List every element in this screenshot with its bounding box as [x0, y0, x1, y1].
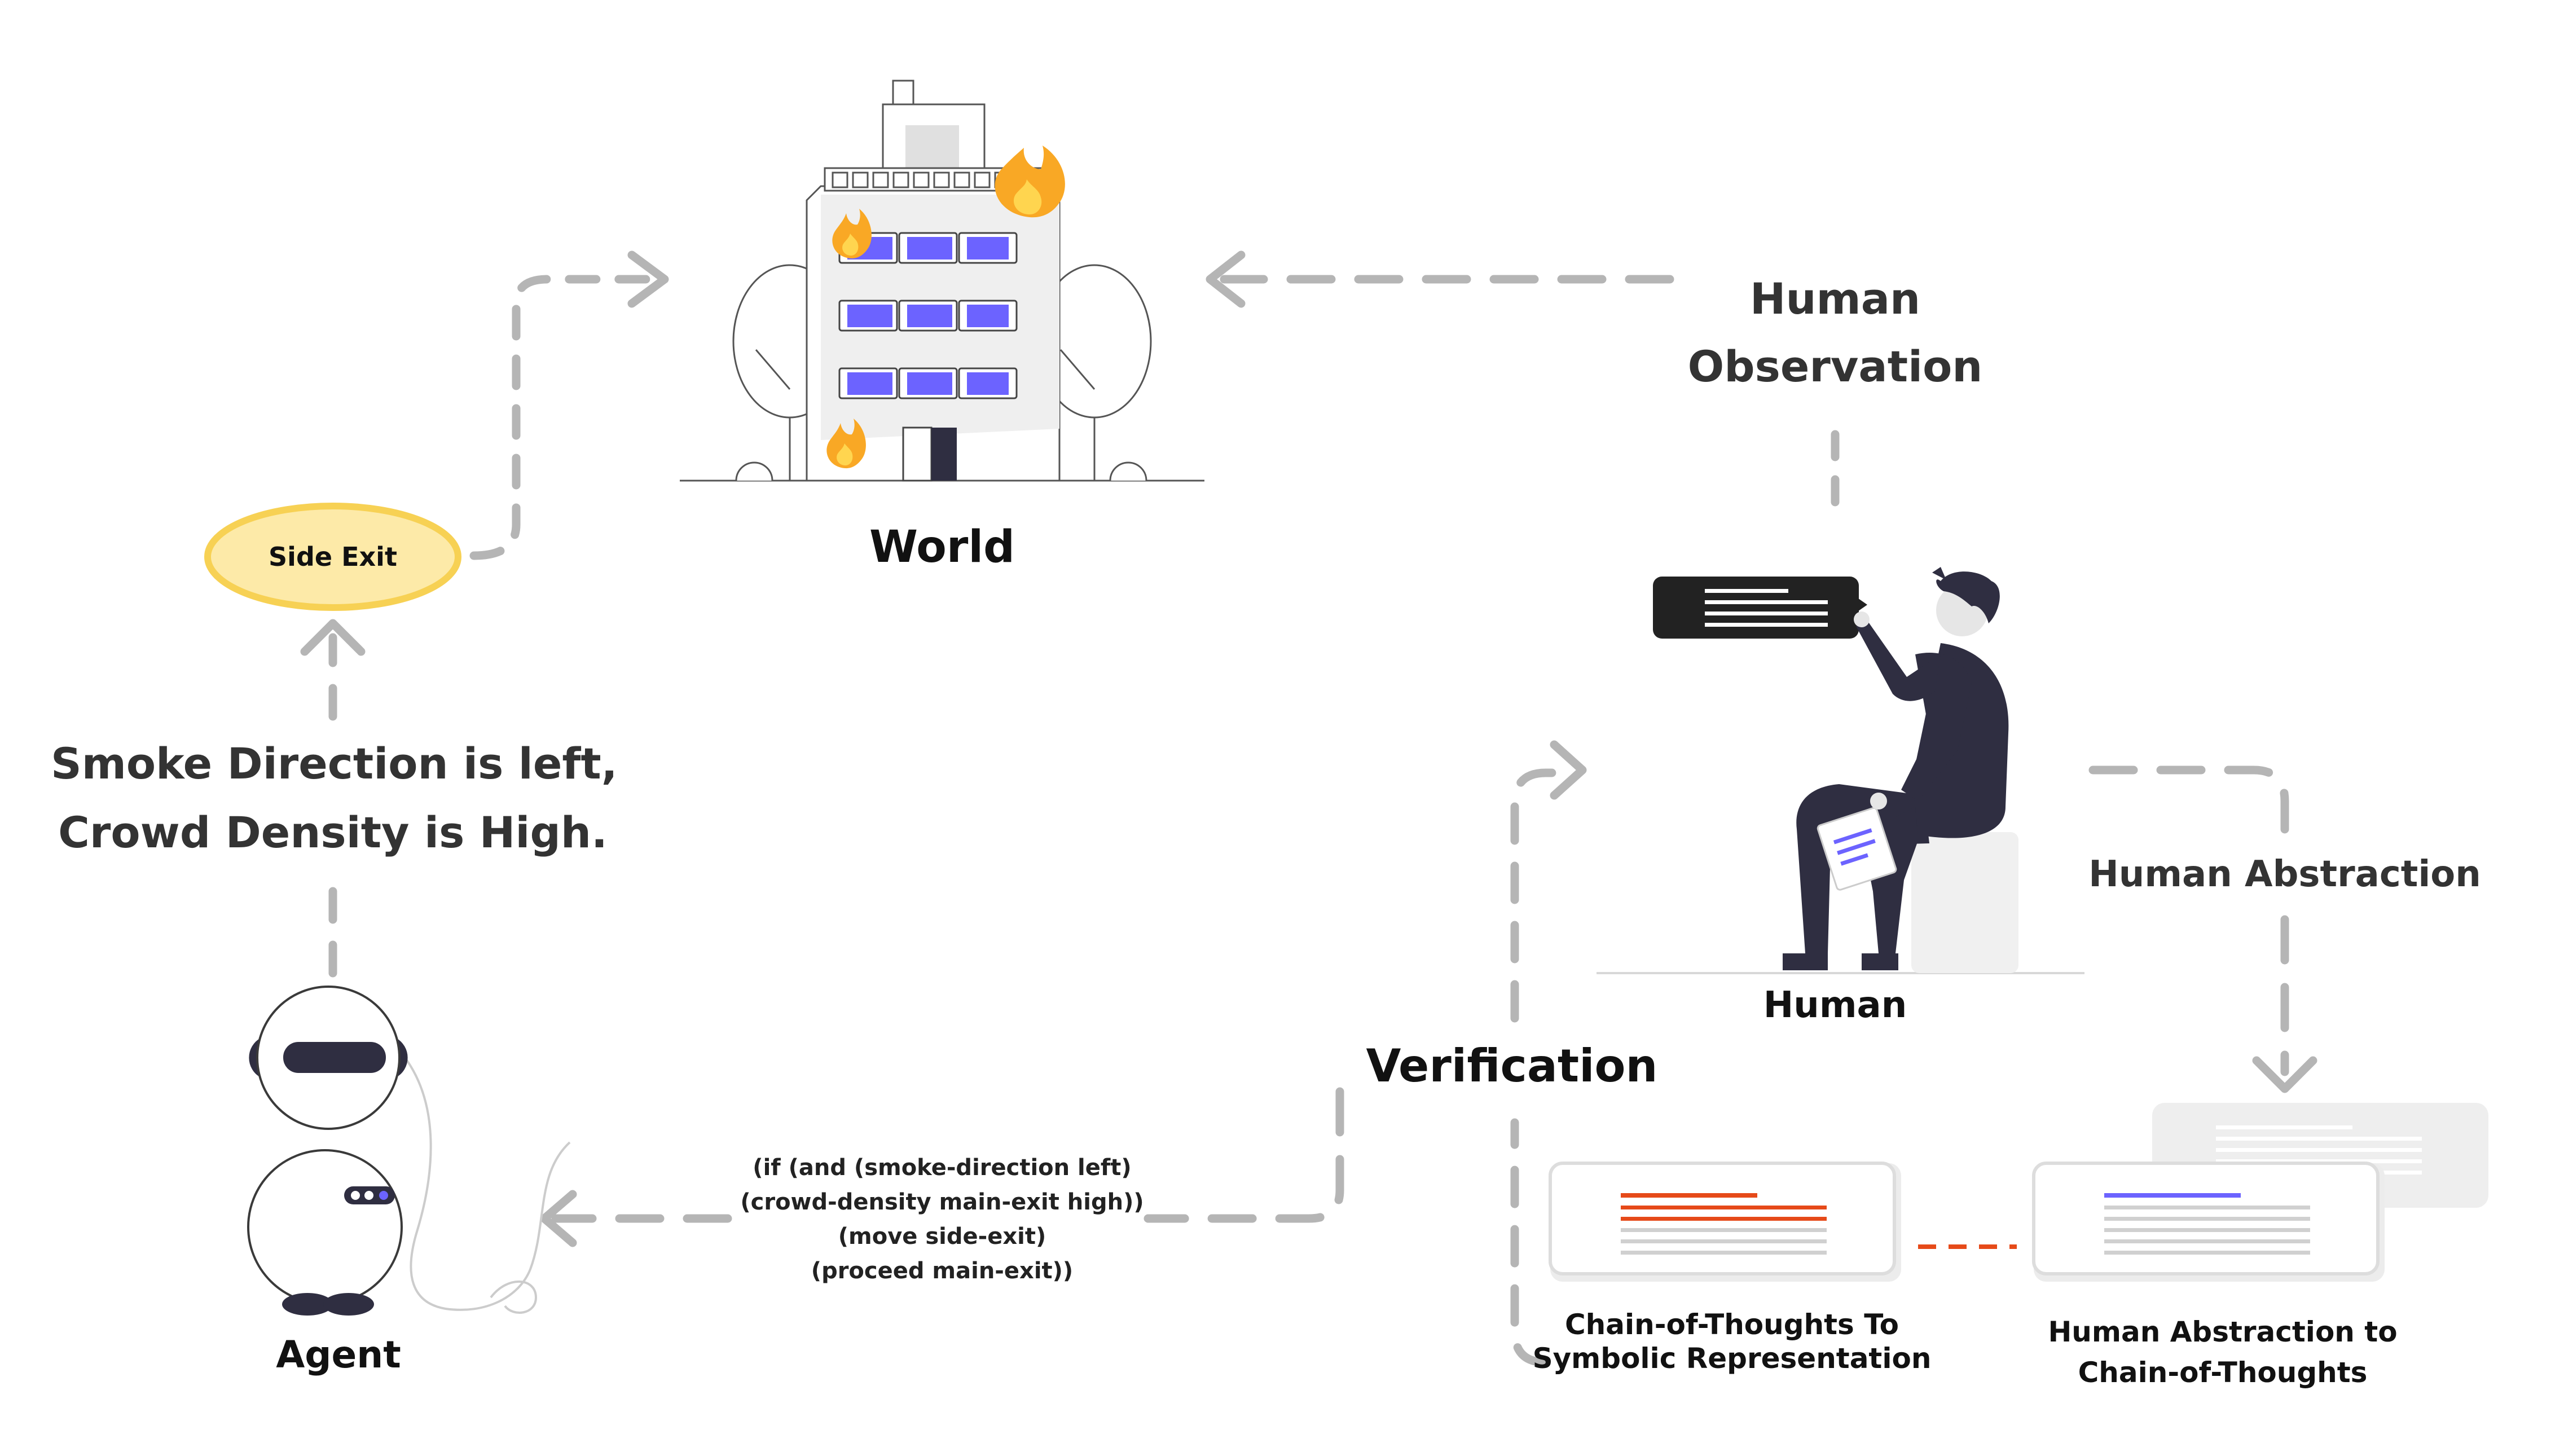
speech-bubble-icon	[1653, 577, 1867, 639]
fire-icon	[826, 419, 866, 469]
person-icon	[1597, 567, 2084, 974]
arrow-head-side-exit	[300, 619, 366, 656]
arrow-head-world-right	[1206, 250, 1246, 308]
observation-text-line1: Smoke Direction is left,	[51, 738, 618, 789]
human-abstraction-label: Human Abstraction	[2088, 854, 2481, 895]
observation-text-line2: Crowd Density is High.	[58, 807, 608, 857]
human-observation-label-line1: Human	[1749, 274, 1921, 324]
fire-icon	[832, 209, 872, 259]
agent-label: Agent	[276, 1333, 401, 1376]
card-cot-to-symbolic-line2: Symbolic Representation	[1532, 1342, 1932, 1375]
card-abstraction-to-cot-line1: Human Abstraction to	[2048, 1316, 2398, 1348]
document-card-icon	[1549, 1103, 2488, 1282]
building-icon	[680, 80, 1204, 482]
card-cot-to-symbolic-line1: Chain-of-Thoughts To	[1564, 1308, 1899, 1341]
world-label: World	[869, 522, 1015, 573]
program-line-1: (if (and (smoke-direction left)	[753, 1155, 1132, 1181]
side-exit-label: Side Exit	[269, 542, 397, 572]
program-line-2: (crowd-density main-exit high))	[740, 1189, 1144, 1215]
arrow-side-exit-to-world	[469, 275, 653, 560]
arrow-head-cards	[2252, 1056, 2317, 1093]
verification-label: Verification	[1366, 1040, 1658, 1092]
arrow-head-agent	[540, 1190, 577, 1247]
program-line-3: (move side-exit)	[838, 1224, 1046, 1250]
arrow-verification-to-human	[1510, 768, 1578, 1023]
arrow-head-world-left	[627, 250, 669, 308]
program-line-4: (proceed main-exit))	[811, 1258, 1074, 1284]
robot-icon	[247, 986, 571, 1316]
symbolic-program: (if (and (smoke-direction left) (crowd-d…	[733, 1151, 1151, 1288]
fire-icon	[995, 146, 1065, 218]
human-label: Human	[1763, 984, 1907, 1026]
arrow-human-to-abstraction	[2088, 766, 2289, 834]
human-observation-label-line2: Observation	[1687, 341, 1983, 392]
card-abstraction-to-cot-line2: Chain-of-Thoughts	[2078, 1356, 2368, 1389]
arrow-verification-to-program	[1144, 1087, 1344, 1223]
arrow-cards-to-verification	[1510, 1118, 1550, 1367]
side-exit-node	[204, 503, 461, 611]
arrow-head-human	[1550, 740, 1587, 800]
